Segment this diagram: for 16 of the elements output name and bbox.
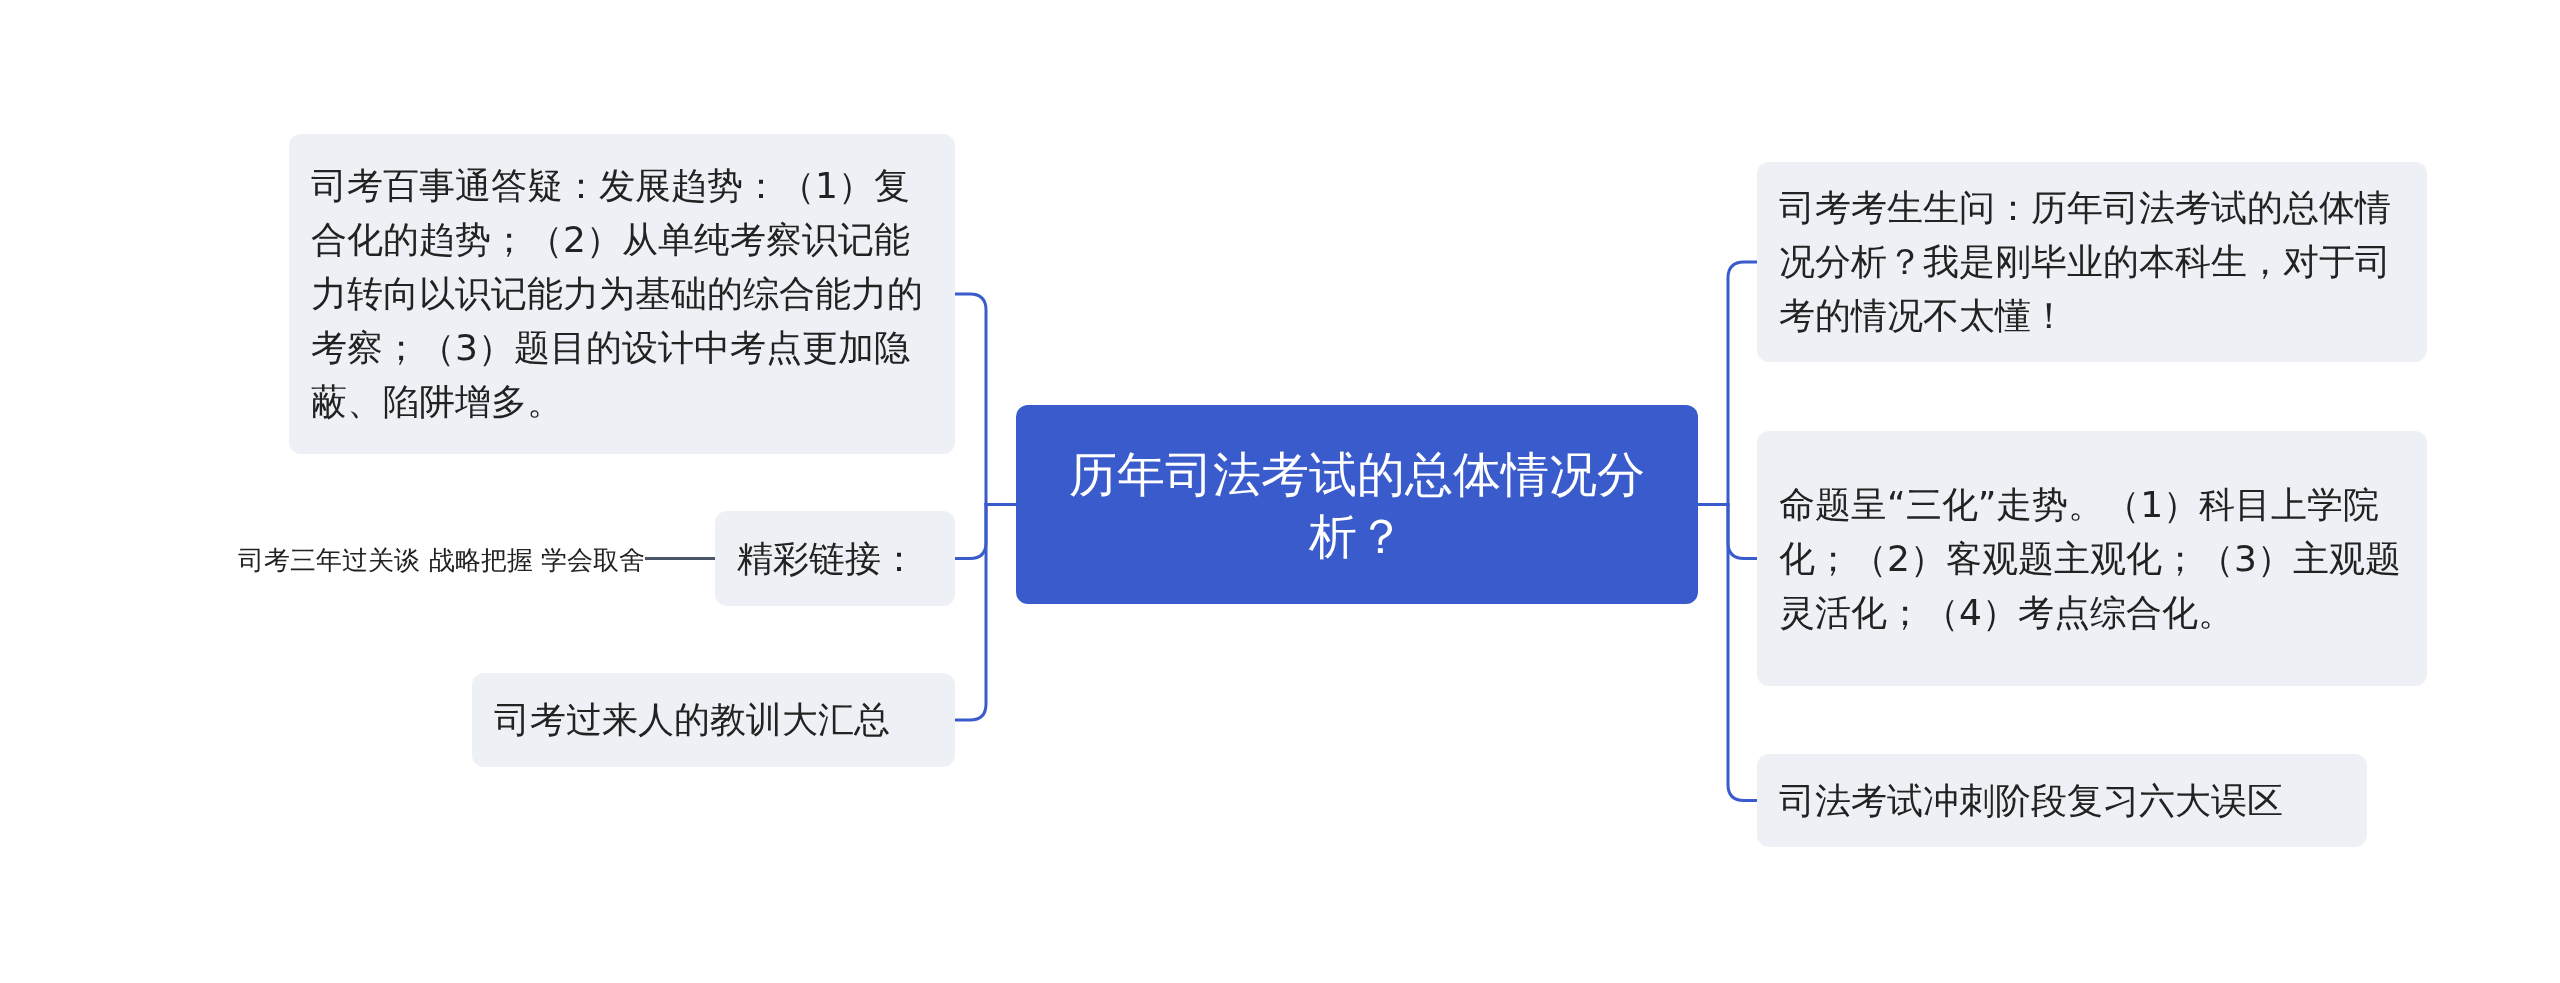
- central-topic-box: [1016, 405, 1698, 604]
- topic-box: [1757, 754, 2367, 847]
- topic-box: [1757, 431, 2427, 686]
- topic-text: 司考考生生问：历年司法考试的总体情况分析？我是刚毕业的本科生，对于司考的情况不太懂！: [1779, 186, 2392, 338]
- topic-text: 司考过来人的教训大汇总: [494, 698, 890, 742]
- link-text: 司考三年过关谈 战略把握 学会取舍: [238, 544, 645, 577]
- central-topic-text: 历年司法考试的总体情况分析？: [1068, 444, 1646, 566]
- topic-text: 司考百事通答疑：发展趋势：（1）复合化的趋势；（2）从单纯考察识记能力转向以识记能力为基础的综合能力的考察；（3）题目的设计中考点更加隐蔽、陷阱增多。: [311, 164, 924, 424]
- topic-text: 精彩链接：: [737, 536, 917, 581]
- topic-box: [289, 134, 955, 454]
- topic-text: 司法考试冲刺阶段复习六大误区: [1779, 778, 2283, 823]
- topic-box: [472, 673, 955, 767]
- topic-text: 命题呈“三化”走势。（1）科目上学院化；（2）客观题主观化；（3）主观题灵活化；（4）考点综合化。: [1779, 482, 2402, 635]
- connector-line: [645, 557, 715, 560]
- topic-box: [1757, 162, 2427, 362]
- topic-box: [715, 511, 955, 606]
